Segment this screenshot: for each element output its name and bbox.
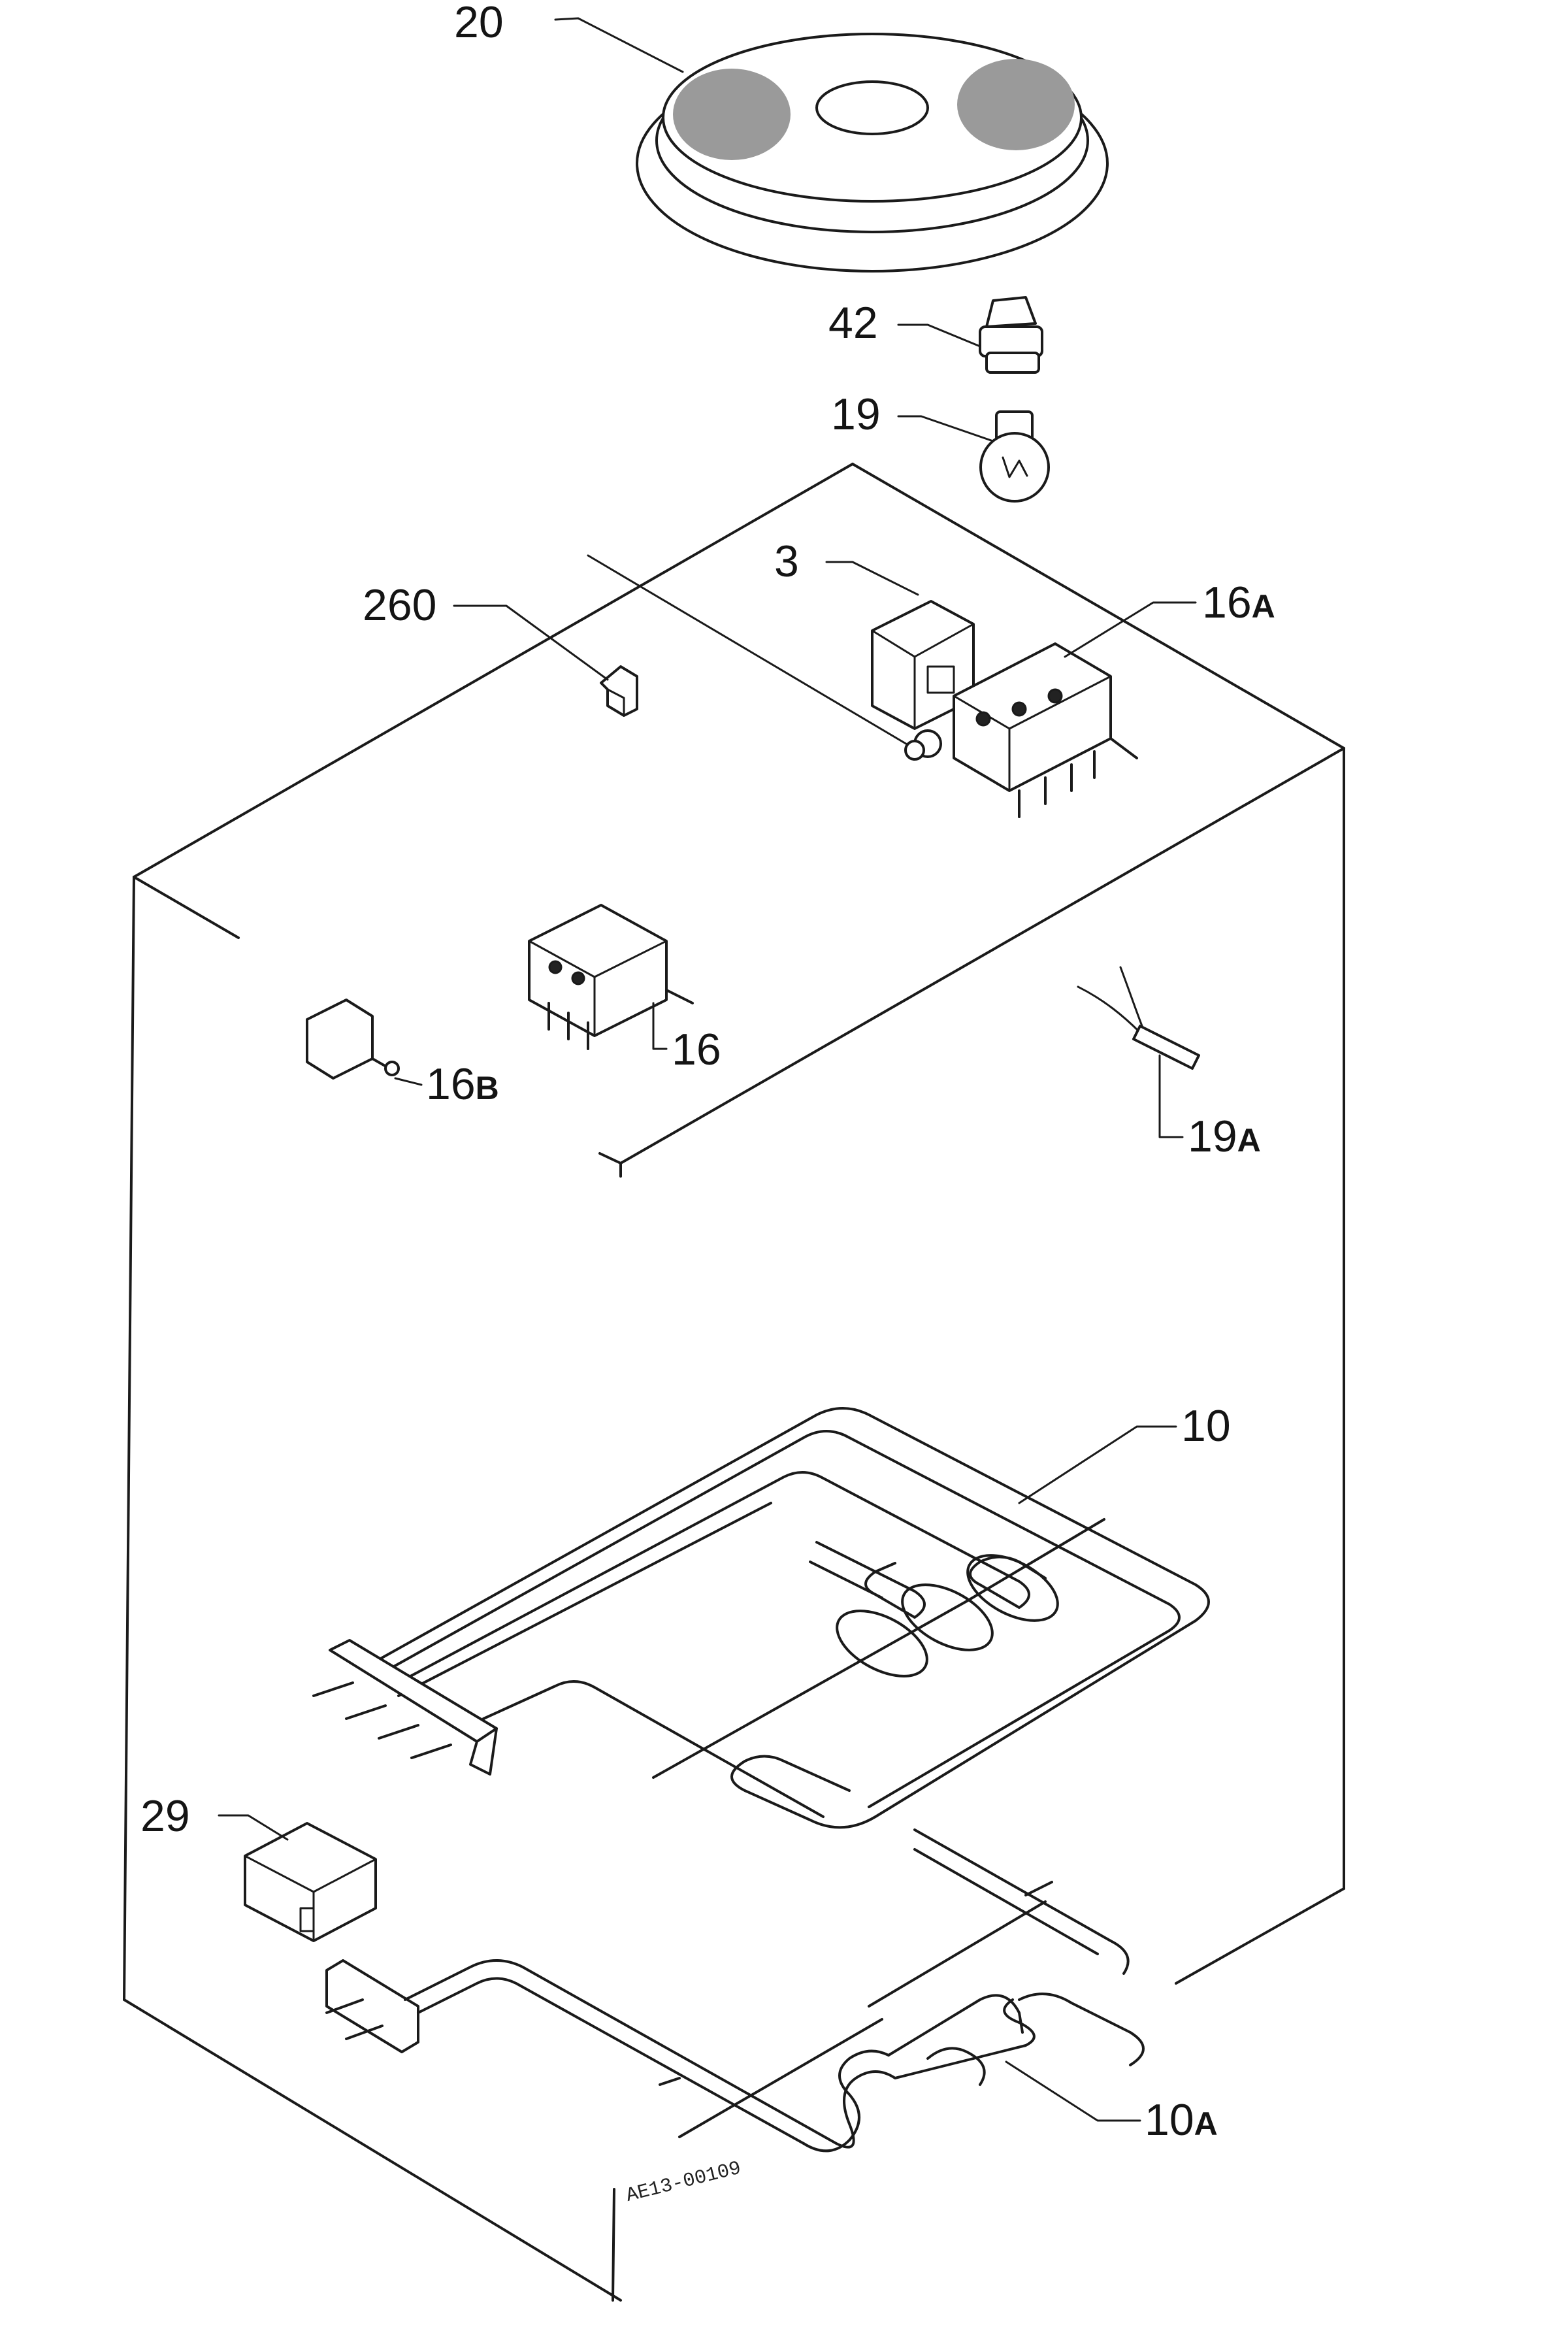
switch-16-illustration — [528, 904, 694, 1050]
selector-switch-16a-illustration — [953, 642, 1138, 818]
callout-10a-number: 10 — [1145, 2095, 1194, 2145]
terminal-block-illustration — [244, 1822, 377, 1942]
grill-element-illustration — [312, 1407, 1210, 1829]
oven-lamp-illustration — [979, 410, 1050, 503]
callout-16a-number: 16 — [1202, 578, 1252, 627]
callout-29-text: 29 — [140, 1791, 190, 1841]
callout-16a: 16A — [1202, 580, 1275, 625]
callout-19-text: 19 — [831, 389, 881, 439]
callout-20: 20 — [454, 0, 504, 44]
callout-260-text: 260 — [363, 580, 437, 630]
bottom-element-illustration — [325, 1828, 1145, 2153]
callout-10-text: 10 — [1181, 1401, 1231, 1451]
callout-10: 10 — [1181, 1404, 1231, 1448]
callout-16-text: 16 — [672, 1025, 721, 1074]
callout-19a: 19A — [1188, 1114, 1261, 1159]
callout-19a-suffix: A — [1237, 1122, 1261, 1159]
leader-lines — [218, 17, 1197, 2122]
callout-19: 19 — [831, 392, 881, 437]
callout-42-text: 42 — [828, 298, 878, 348]
callout-10a-suffix: A — [1194, 2106, 1218, 2142]
callout-42: 42 — [828, 301, 878, 345]
callout-10a: 10A — [1145, 2098, 1218, 2142]
hotplate-illustration — [636, 33, 1109, 273]
callout-16a-suffix: A — [1251, 588, 1275, 625]
callout-20-text: 20 — [454, 0, 504, 47]
cabinet-outline — [123, 463, 1345, 2302]
callout-16b: 16B — [426, 1062, 499, 1106]
push-switch-illustration — [306, 999, 400, 1080]
lamp-holder-illustration — [979, 296, 1043, 374]
callout-16: 16 — [672, 1027, 721, 1072]
callout-16b-number: 16 — [426, 1059, 476, 1109]
callout-29: 29 — [140, 1794, 190, 1838]
callout-3-text: 3 — [774, 537, 799, 586]
clip-illustration — [600, 665, 638, 717]
sensor-illustration — [1077, 966, 1200, 1070]
callout-3: 3 — [774, 539, 799, 584]
callout-260: 260 — [363, 583, 436, 627]
callout-16b-suffix: B — [475, 1070, 499, 1106]
callout-19a-number: 19 — [1188, 1112, 1237, 1161]
